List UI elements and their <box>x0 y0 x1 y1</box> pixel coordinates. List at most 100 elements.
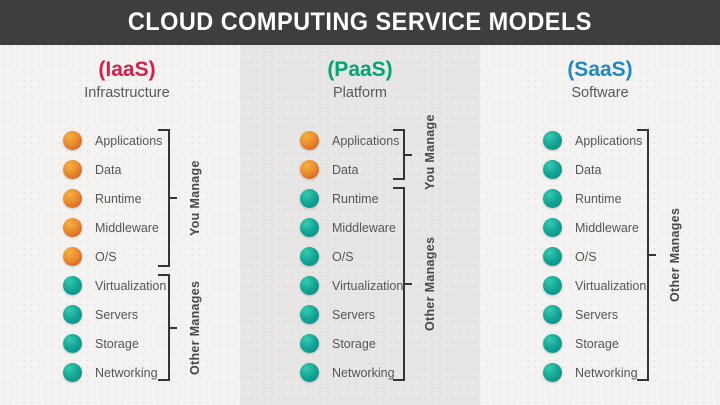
column-header-paas: (PaaS) Platform <box>272 58 448 101</box>
layer-row: Runtime <box>300 184 403 213</box>
layer-row: Applications <box>300 126 403 155</box>
layer-dot <box>300 363 319 382</box>
layer-dot <box>300 276 319 295</box>
layer-dot <box>63 131 82 150</box>
layer-row: Middleware <box>63 213 166 242</box>
layer-row: Applications <box>543 126 646 155</box>
layer-row: O/S <box>543 242 646 271</box>
layer-dot <box>543 305 562 324</box>
layer-label: Data <box>575 162 602 177</box>
layer-dot <box>300 131 319 150</box>
layer-label: Runtime <box>575 191 622 206</box>
layer-dot <box>300 189 319 208</box>
bracket-tick <box>403 153 412 156</box>
layer-dot <box>543 131 562 150</box>
manage-label: Other Manages <box>423 236 437 332</box>
layer-row: Applications <box>63 126 166 155</box>
bracket-tick <box>403 283 412 285</box>
manage-label: You Manage <box>423 114 437 190</box>
bracket-tick <box>647 254 656 256</box>
layer-row: Middleware <box>543 213 646 242</box>
layer-label: Applications <box>332 133 400 148</box>
layer-row: Virtualization <box>300 271 403 300</box>
layer-row: Servers <box>543 300 646 329</box>
column-subtitle: Platform <box>333 85 387 101</box>
layer-dot <box>543 363 562 382</box>
layer-row: Runtime <box>63 184 166 213</box>
paas-highlight-band <box>240 45 480 405</box>
layer-row: Storage <box>300 329 403 358</box>
bracket-other-manages <box>637 129 656 381</box>
layer-dot <box>63 218 82 237</box>
layer-dot <box>63 305 82 324</box>
layer-label: Middleware <box>575 220 639 235</box>
column-subtitle: Infrastructure <box>84 85 170 101</box>
layer-dot <box>543 334 562 353</box>
layer-label: Data <box>332 162 359 177</box>
layer-dot <box>63 247 82 266</box>
layer-dot <box>63 334 82 353</box>
slide-title: CLOUD COMPUTING SERVICE MODELS <box>127 8 593 36</box>
column-acronym: (SaaS) <box>567 58 633 81</box>
bracket-you-manage <box>393 129 412 180</box>
layer-dot <box>300 218 319 237</box>
layer-label: O/S <box>95 249 117 264</box>
layer-list-paas: Applications Data Runtime Middleware O/S… <box>300 126 403 387</box>
column-header-saas: (SaaS) Software <box>512 58 688 101</box>
bracket-other-manages <box>158 274 177 381</box>
manage-label: Other Manages <box>188 280 202 375</box>
layer-row: Data <box>63 155 166 184</box>
bracket-you-manage <box>158 129 177 267</box>
layer-dot <box>543 276 562 295</box>
layer-row: Networking <box>543 358 646 387</box>
layer-label: O/S <box>332 249 354 264</box>
layer-row: Data <box>300 155 403 184</box>
layer-dot <box>543 160 562 179</box>
layer-label: Storage <box>95 336 139 351</box>
layer-label: Servers <box>332 307 376 322</box>
manage-label: You Manage <box>188 160 202 236</box>
layer-dot <box>63 160 82 179</box>
layer-row: O/S <box>63 242 166 271</box>
layer-dot <box>543 247 562 266</box>
layer-row: Servers <box>63 300 166 329</box>
layer-dot <box>300 247 319 266</box>
layer-label: Middleware <box>332 220 396 235</box>
layer-dot <box>300 160 319 179</box>
layer-label: Virtualization <box>575 278 647 293</box>
layer-label: Storage <box>575 336 619 351</box>
layer-dot <box>63 363 82 382</box>
layer-list-saas: Applications Data Runtime Middleware O/S… <box>543 126 646 387</box>
layer-label: Networking <box>575 365 638 380</box>
layer-row: Servers <box>300 300 403 329</box>
layer-dot <box>300 334 319 353</box>
layer-label: Middleware <box>95 220 159 235</box>
layer-label: Networking <box>332 365 395 380</box>
bracket-other-manages <box>393 187 412 381</box>
layer-dot <box>300 305 319 324</box>
layer-dot <box>63 189 82 208</box>
layer-label: O/S <box>575 249 597 264</box>
bracket-tick <box>168 326 177 329</box>
layer-dot <box>543 218 562 237</box>
column-acronym: (IaaS) <box>98 58 156 81</box>
layer-label: Networking <box>95 365 158 380</box>
layer-row: Runtime <box>543 184 646 213</box>
layer-row: Networking <box>300 358 403 387</box>
layer-list-iaas: Applications Data Runtime Middleware O/S… <box>63 126 166 387</box>
column-header-iaas: (IaaS) Infrastructure <box>39 58 215 101</box>
layer-label: Servers <box>575 307 619 322</box>
bracket-tick <box>168 197 177 199</box>
layer-label: Data <box>95 162 122 177</box>
layer-label: Virtualization <box>95 278 167 293</box>
layer-dot <box>63 276 82 295</box>
layer-label: Runtime <box>332 191 379 206</box>
layer-row: Virtualization <box>543 271 646 300</box>
layer-label: Applications <box>575 133 643 148</box>
column-subtitle: Software <box>571 85 629 101</box>
layer-row: Data <box>543 155 646 184</box>
layer-label: Storage <box>332 336 376 351</box>
layer-row: Middleware <box>300 213 403 242</box>
layer-row: O/S <box>300 242 403 271</box>
